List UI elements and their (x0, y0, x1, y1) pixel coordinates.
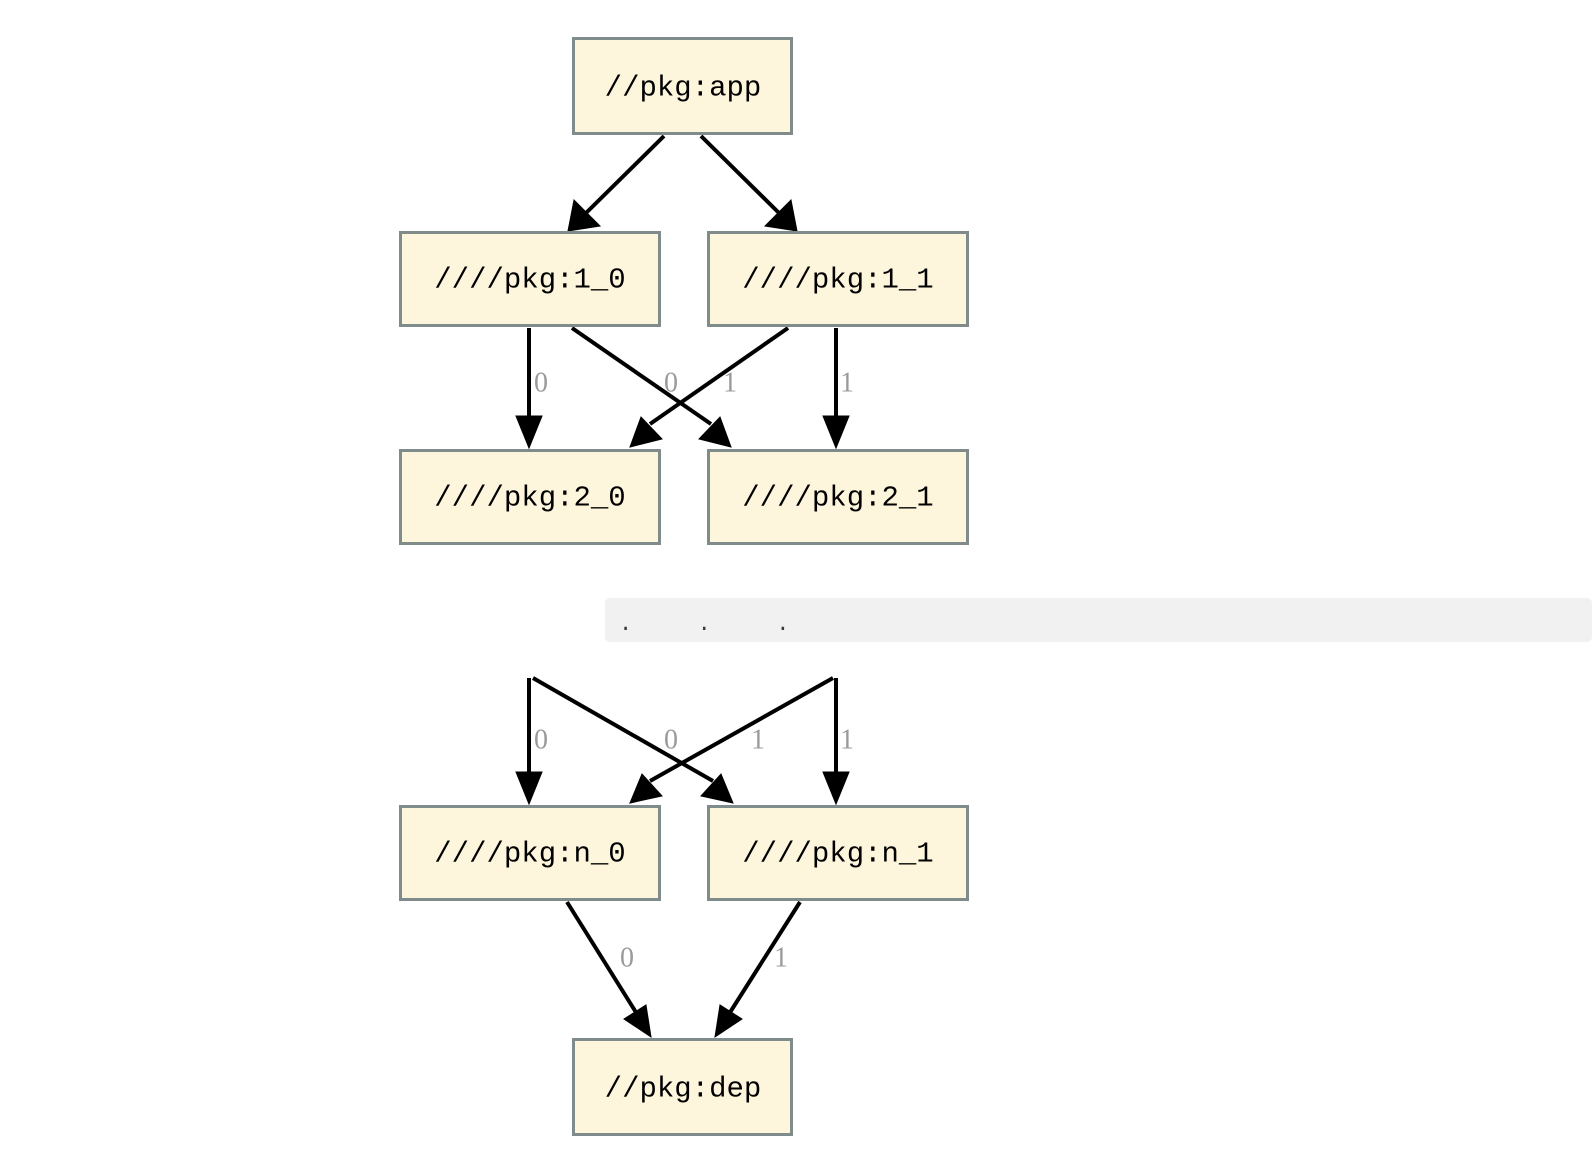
node-pkg-1-0[interactable]: ////pkg:1_0 (399, 231, 661, 327)
node-label-pkg-dep: //pkg:dep (605, 1073, 762, 1106)
ellipsis-text: . . . (619, 612, 803, 637)
edge-label-upper-to-n-0: 0 (534, 724, 548, 755)
node-pkg-2-1[interactable]: ////pkg:2_1 (707, 449, 969, 545)
edge-pkg-1-0-to-pkg-2-1 (570, 326, 732, 448)
node-label-pkg-2-0: ////pkg:2_0 (434, 482, 625, 515)
edge-pkg-n-0-to-dep (565, 900, 652, 1039)
node-label-pkg-1-0: ////pkg:1_0 (434, 264, 625, 297)
node-pkg-2-0[interactable]: ////pkg:2_0 (399, 449, 661, 545)
node-pkg-app[interactable]: //pkg:app (572, 37, 793, 135)
node-pkg-1-1[interactable]: ////pkg:1_1 (707, 231, 969, 327)
edge-app-to-pkg-1-1 (699, 134, 798, 232)
edge-pkg-1-0-to-pkg-2-0 (515, 328, 543, 450)
node-pkg-dep[interactable]: //pkg:dep (572, 1038, 793, 1136)
edge-label-upper-to-n-1: 1 (840, 724, 854, 755)
edge-label-1-0-to-2-1: 0 (664, 367, 678, 398)
edge-label-1-1-to-2-0: 1 (723, 367, 737, 398)
edge-upper-to-pkg-n-0-cross (629, 676, 834, 804)
node-label-pkg-n-1: ////pkg:n_1 (742, 838, 933, 871)
node-label-pkg-2-1: ////pkg:2_1 (742, 482, 933, 515)
edge-upper-to-pkg-n-0 (515, 678, 543, 806)
node-label-pkg-app: //pkg:app (605, 72, 762, 105)
ellipsis-separator: . . . (605, 598, 1592, 642)
edge-pkg-1-1-to-pkg-2-1 (822, 328, 850, 450)
edge-pkg-1-1-to-pkg-2-0 (629, 326, 790, 448)
edge-upper-to-pkg-n-1-cross (532, 676, 734, 804)
edge-label-1-1-to-2-1: 1 (840, 367, 854, 398)
edge-pkg-n-1-to-dep (714, 900, 802, 1039)
edge-label-n-0-to-dep: 0 (620, 942, 634, 973)
edge-label-n-1-to-dep: 1 (774, 942, 788, 973)
node-pkg-n-1[interactable]: ////pkg:n_1 (707, 805, 969, 901)
edge-label-1-0-to-2-0: 0 (534, 367, 548, 398)
edge-app-to-pkg-1-0 (567, 134, 666, 232)
node-pkg-n-0[interactable]: ////pkg:n_0 (399, 805, 661, 901)
node-label-pkg-1-1: ////pkg:1_1 (742, 264, 933, 297)
edge-label-upper-to-n-1-cross: 0 (664, 724, 678, 755)
node-label-pkg-n-0: ////pkg:n_0 (434, 838, 625, 871)
edge-upper-to-pkg-n-1 (822, 678, 850, 806)
edge-label-upper-to-n-0-cross: 1 (751, 724, 765, 755)
